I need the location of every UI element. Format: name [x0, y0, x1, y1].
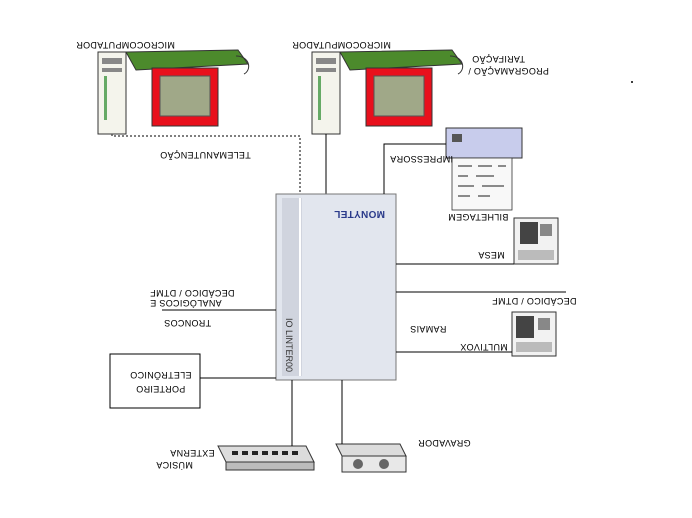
label-tarifacao: TARIFAÇÃO [472, 54, 526, 64]
label-porteiro-2: PORTEIRO [136, 384, 186, 394]
stray-dot [631, 81, 633, 83]
pbx-unit [275, 193, 397, 381]
porteiro-box [109, 353, 201, 409]
multivox-keys-icon [538, 318, 550, 330]
label-bilhetagem: BILHETAGEM [448, 212, 509, 222]
tape-reel-icon [353, 459, 363, 469]
label-porteiro-1: ELETRÔNICO [130, 370, 192, 380]
label-micro-left: MICROCOMPUTADOR [76, 40, 175, 50]
tower-stripe-icon [104, 76, 107, 120]
telemanutencao-line [111, 134, 301, 194]
computer-right [311, 49, 464, 135]
keyboard-right [339, 49, 463, 71]
tower-left [97, 51, 127, 135]
tape-reel-icon [379, 459, 389, 469]
label-mesa: MESA [478, 250, 505, 260]
label-impressora: IMPRESSORA [390, 154, 454, 164]
multivox-phone [511, 311, 557, 357]
drive-bay-icon [102, 68, 122, 72]
mesa-console [513, 217, 559, 265]
drive-bay-icon [316, 58, 336, 64]
label-musica-1: EXTERNA [170, 448, 215, 458]
label-musica-2: MÚSICA [156, 460, 193, 470]
mesa-display-icon [520, 222, 538, 244]
mouse-cable-icon [235, 55, 250, 75]
gravador-device [335, 443, 407, 473]
gravador-body [335, 443, 407, 457]
pbx-brand: MONYTEL [334, 208, 385, 219]
label-programacao: PROGRAMAÇÃO / [468, 66, 549, 76]
computer-left [97, 49, 250, 135]
pbx-model-label: IO LINTER00 [284, 317, 295, 373]
screen-left [159, 75, 211, 117]
mesa-keypad-icon [518, 250, 554, 260]
keyboard-left [125, 49, 249, 71]
drive-bay-icon [316, 68, 336, 72]
printer-body [445, 127, 523, 159]
printer-button-icon [452, 134, 462, 142]
pbx-side-panel [282, 198, 302, 376]
label-telemanutencao: TELEMANUTENÇÃO [160, 150, 251, 160]
label-troncos-1: DECÁDICO / DTMF [150, 288, 235, 298]
gravador-front [341, 455, 407, 473]
link-printer [383, 143, 446, 194]
label-ramais-1: DECÁDICO / DTMF [492, 296, 577, 306]
printer-text-lines [458, 165, 506, 197]
screen-right [373, 75, 425, 117]
tower-right [311, 51, 341, 135]
label-gravador: GRAVADOR [418, 438, 471, 448]
multivox-display-icon [516, 316, 534, 338]
label-multivox: MULTIVOX [460, 342, 508, 352]
musica-device [217, 445, 315, 471]
mesa-keys-icon [540, 224, 552, 236]
mouse-cable-icon [449, 55, 464, 75]
drive-bay-icon [102, 58, 122, 64]
multivox-keypad-icon [516, 342, 552, 352]
printer [445, 127, 523, 211]
label-troncos-2: ANALÓGICOS E [150, 298, 222, 308]
tower-stripe-icon [318, 76, 321, 120]
label-micro-right: MICROCOMPUTADOR [292, 40, 391, 50]
label-troncos-3: TRONCOS [164, 318, 212, 328]
musica-front [225, 461, 315, 471]
label-ramais-2: RAMAIS [410, 324, 447, 334]
musica-buttons-icon [232, 451, 298, 455]
